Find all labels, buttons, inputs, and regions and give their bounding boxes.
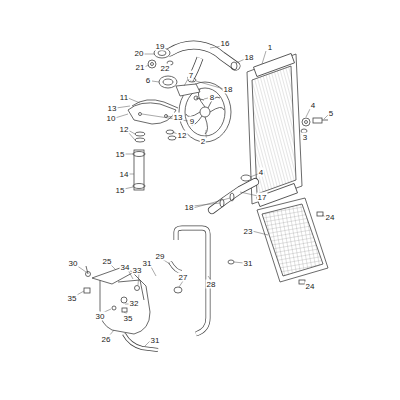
callout-number: 16 (220, 39, 231, 48)
callout-number: 12 (119, 125, 130, 134)
callout-number: 34 (120, 263, 131, 272)
callout-number: 33 (132, 266, 143, 275)
callout-number: 17 (257, 193, 268, 202)
callout-number: 19 (155, 42, 166, 51)
callout-number: 25 (102, 257, 113, 266)
callout-number: 29 (155, 252, 166, 261)
callout-number: 35 (123, 314, 134, 323)
callout-number: 30 (68, 259, 79, 268)
callout-number: 2 (200, 137, 206, 146)
callout-number: 20 (134, 49, 145, 58)
callout-number: 13 (107, 104, 118, 113)
callout-number: 7 (188, 71, 194, 80)
callout-number: 21 (135, 63, 146, 72)
callout-number: 22 (160, 64, 171, 73)
callout-number: 12 (177, 131, 188, 140)
callout-number: 5 (328, 109, 334, 118)
callout-number: 15 (115, 150, 126, 159)
callout-number: 10 (106, 114, 117, 123)
callout-number: 24 (325, 213, 336, 222)
callout-number: 24 (305, 282, 316, 291)
callout-number: 14 (119, 170, 130, 179)
callout-number: 27 (178, 273, 189, 282)
callout-number: 23 (243, 227, 254, 236)
callout-number: 18 (244, 53, 255, 62)
callout-number: 32 (129, 299, 140, 308)
callout-number: 4 (258, 168, 264, 177)
callout-number: 26 (101, 335, 112, 344)
callout-number: 35 (67, 294, 78, 303)
callout-number: 18 (184, 203, 195, 212)
callout-number: 4 (310, 101, 316, 110)
callout-number: 6 (145, 76, 151, 85)
callout-number: 11 (119, 93, 129, 102)
callout-number: 3 (302, 133, 308, 142)
callout-number: 15 (115, 186, 126, 195)
callout-number: 9 (189, 117, 195, 126)
leader-lines (75, 46, 328, 346)
callout-number: 28 (206, 280, 217, 289)
callout-number: 30 (95, 312, 106, 321)
callout-number: 1 (267, 43, 273, 52)
callout-number: 31 (243, 259, 254, 268)
callout-number: 13 (173, 113, 184, 122)
callout-number: 8 (209, 93, 215, 102)
callout-number: 31 (150, 336, 161, 345)
callout-number: 18 (223, 85, 234, 94)
callout-number: 31 (142, 259, 153, 268)
